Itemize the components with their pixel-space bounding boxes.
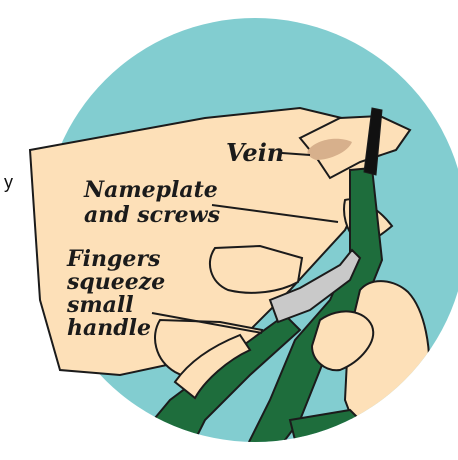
label-vein: Vein [226, 138, 284, 167]
label-fingers-line4: handle [67, 315, 151, 341]
label-nameplate-line2: and screws [84, 202, 220, 228]
finger-middle [210, 246, 302, 293]
label-nameplate-line1: Nameplate [83, 177, 218, 203]
handle-bottom-strap [290, 410, 390, 460]
stray-text: y [4, 172, 13, 192]
